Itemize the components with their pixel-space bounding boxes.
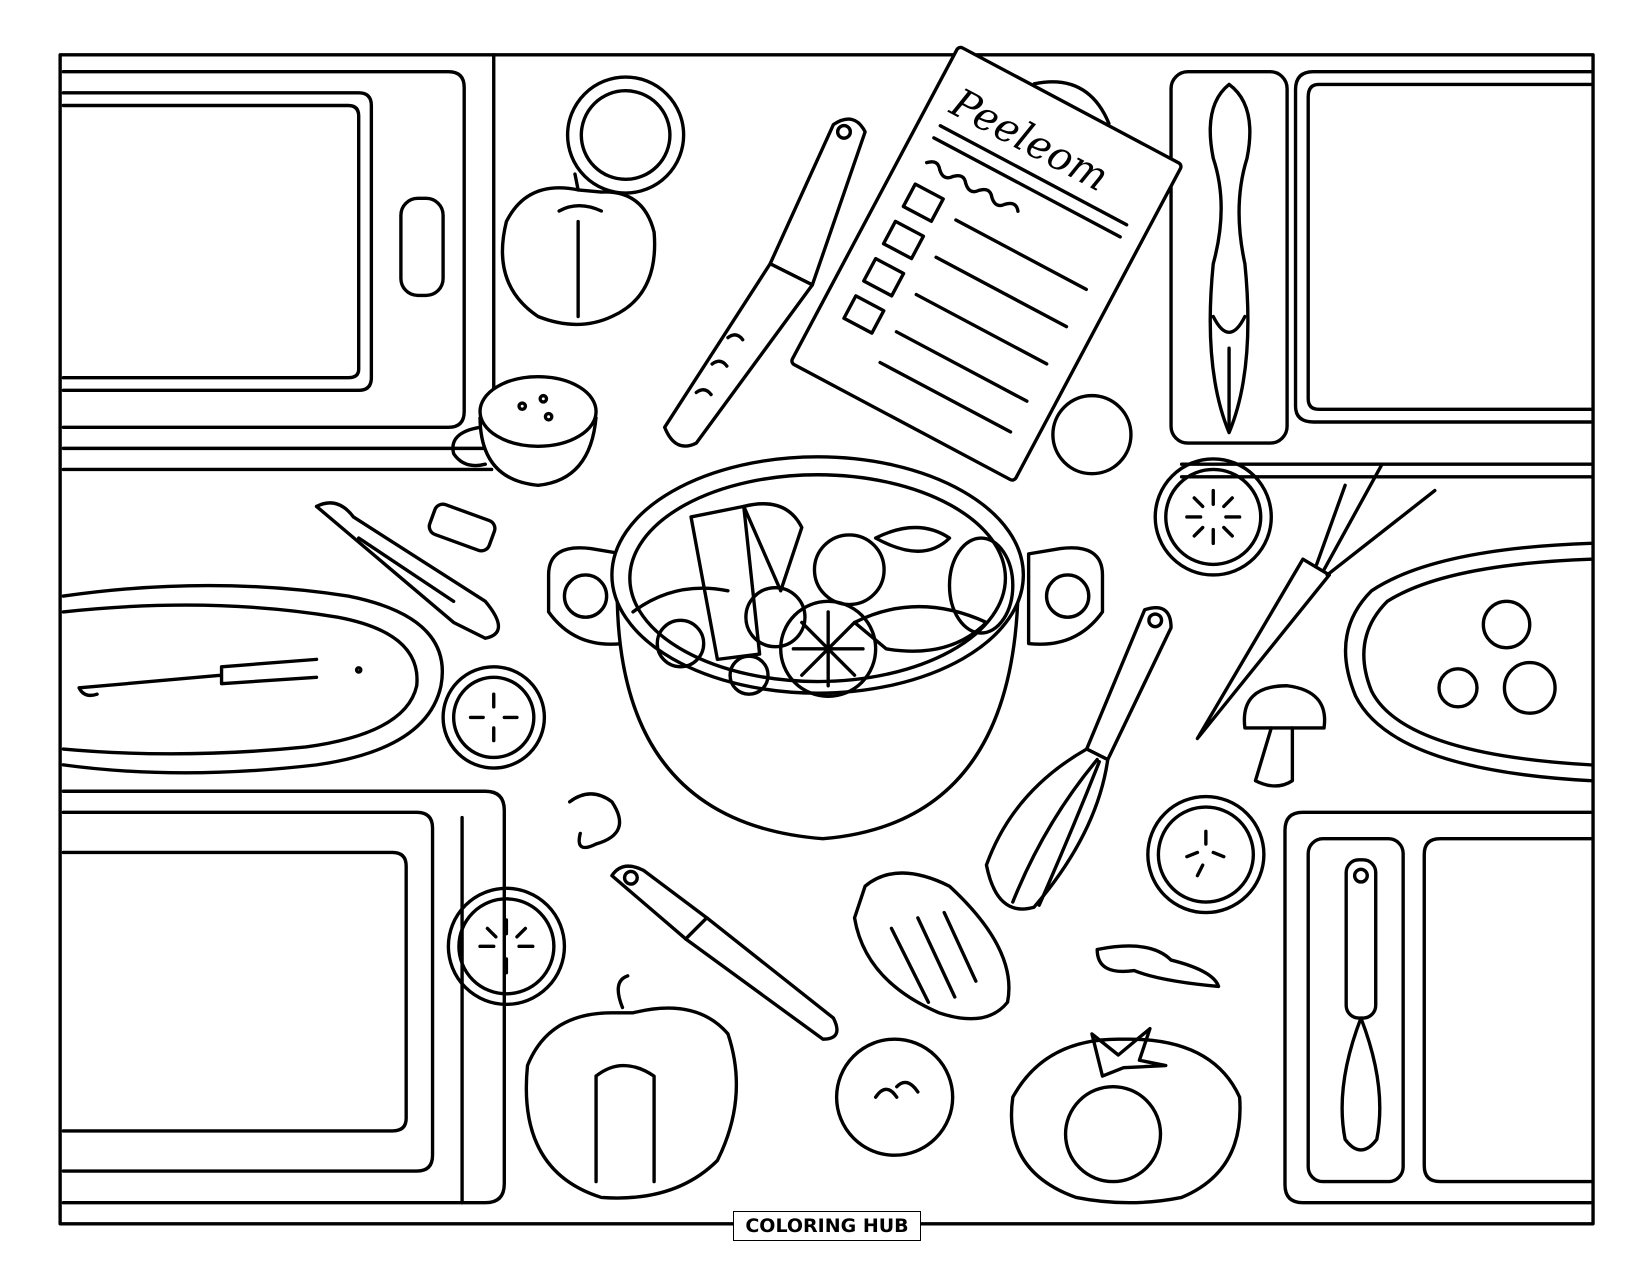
cucumber-slices (441, 393, 1273, 1157)
oval-plate-right (1343, 541, 1593, 783)
oval-plate-left (61, 583, 444, 775)
sugar-cup (451, 374, 598, 487)
knife-top (662, 117, 867, 448)
whisk (984, 606, 1173, 911)
misc-food-pieces (568, 792, 1221, 989)
peeler-left (314, 501, 501, 640)
cutting-board-bottom-left (61, 789, 506, 1205)
carrot (1195, 462, 1437, 741)
recipe-clipboard: Peeleom (790, 45, 1183, 482)
bell-peppers (500, 75, 1011, 1200)
cutting-board-top-right (1169, 70, 1593, 479)
knife-bottom (610, 864, 839, 1041)
mushroom (1242, 684, 1327, 788)
cutting-board-bottom-right (1283, 810, 1593, 1205)
tomato (1009, 1026, 1242, 1205)
coloring-hub-watermark: COLORING HUB (733, 1211, 921, 1241)
pot-with-vegetables (546, 455, 1105, 841)
cutting-board-top-left (61, 53, 496, 472)
